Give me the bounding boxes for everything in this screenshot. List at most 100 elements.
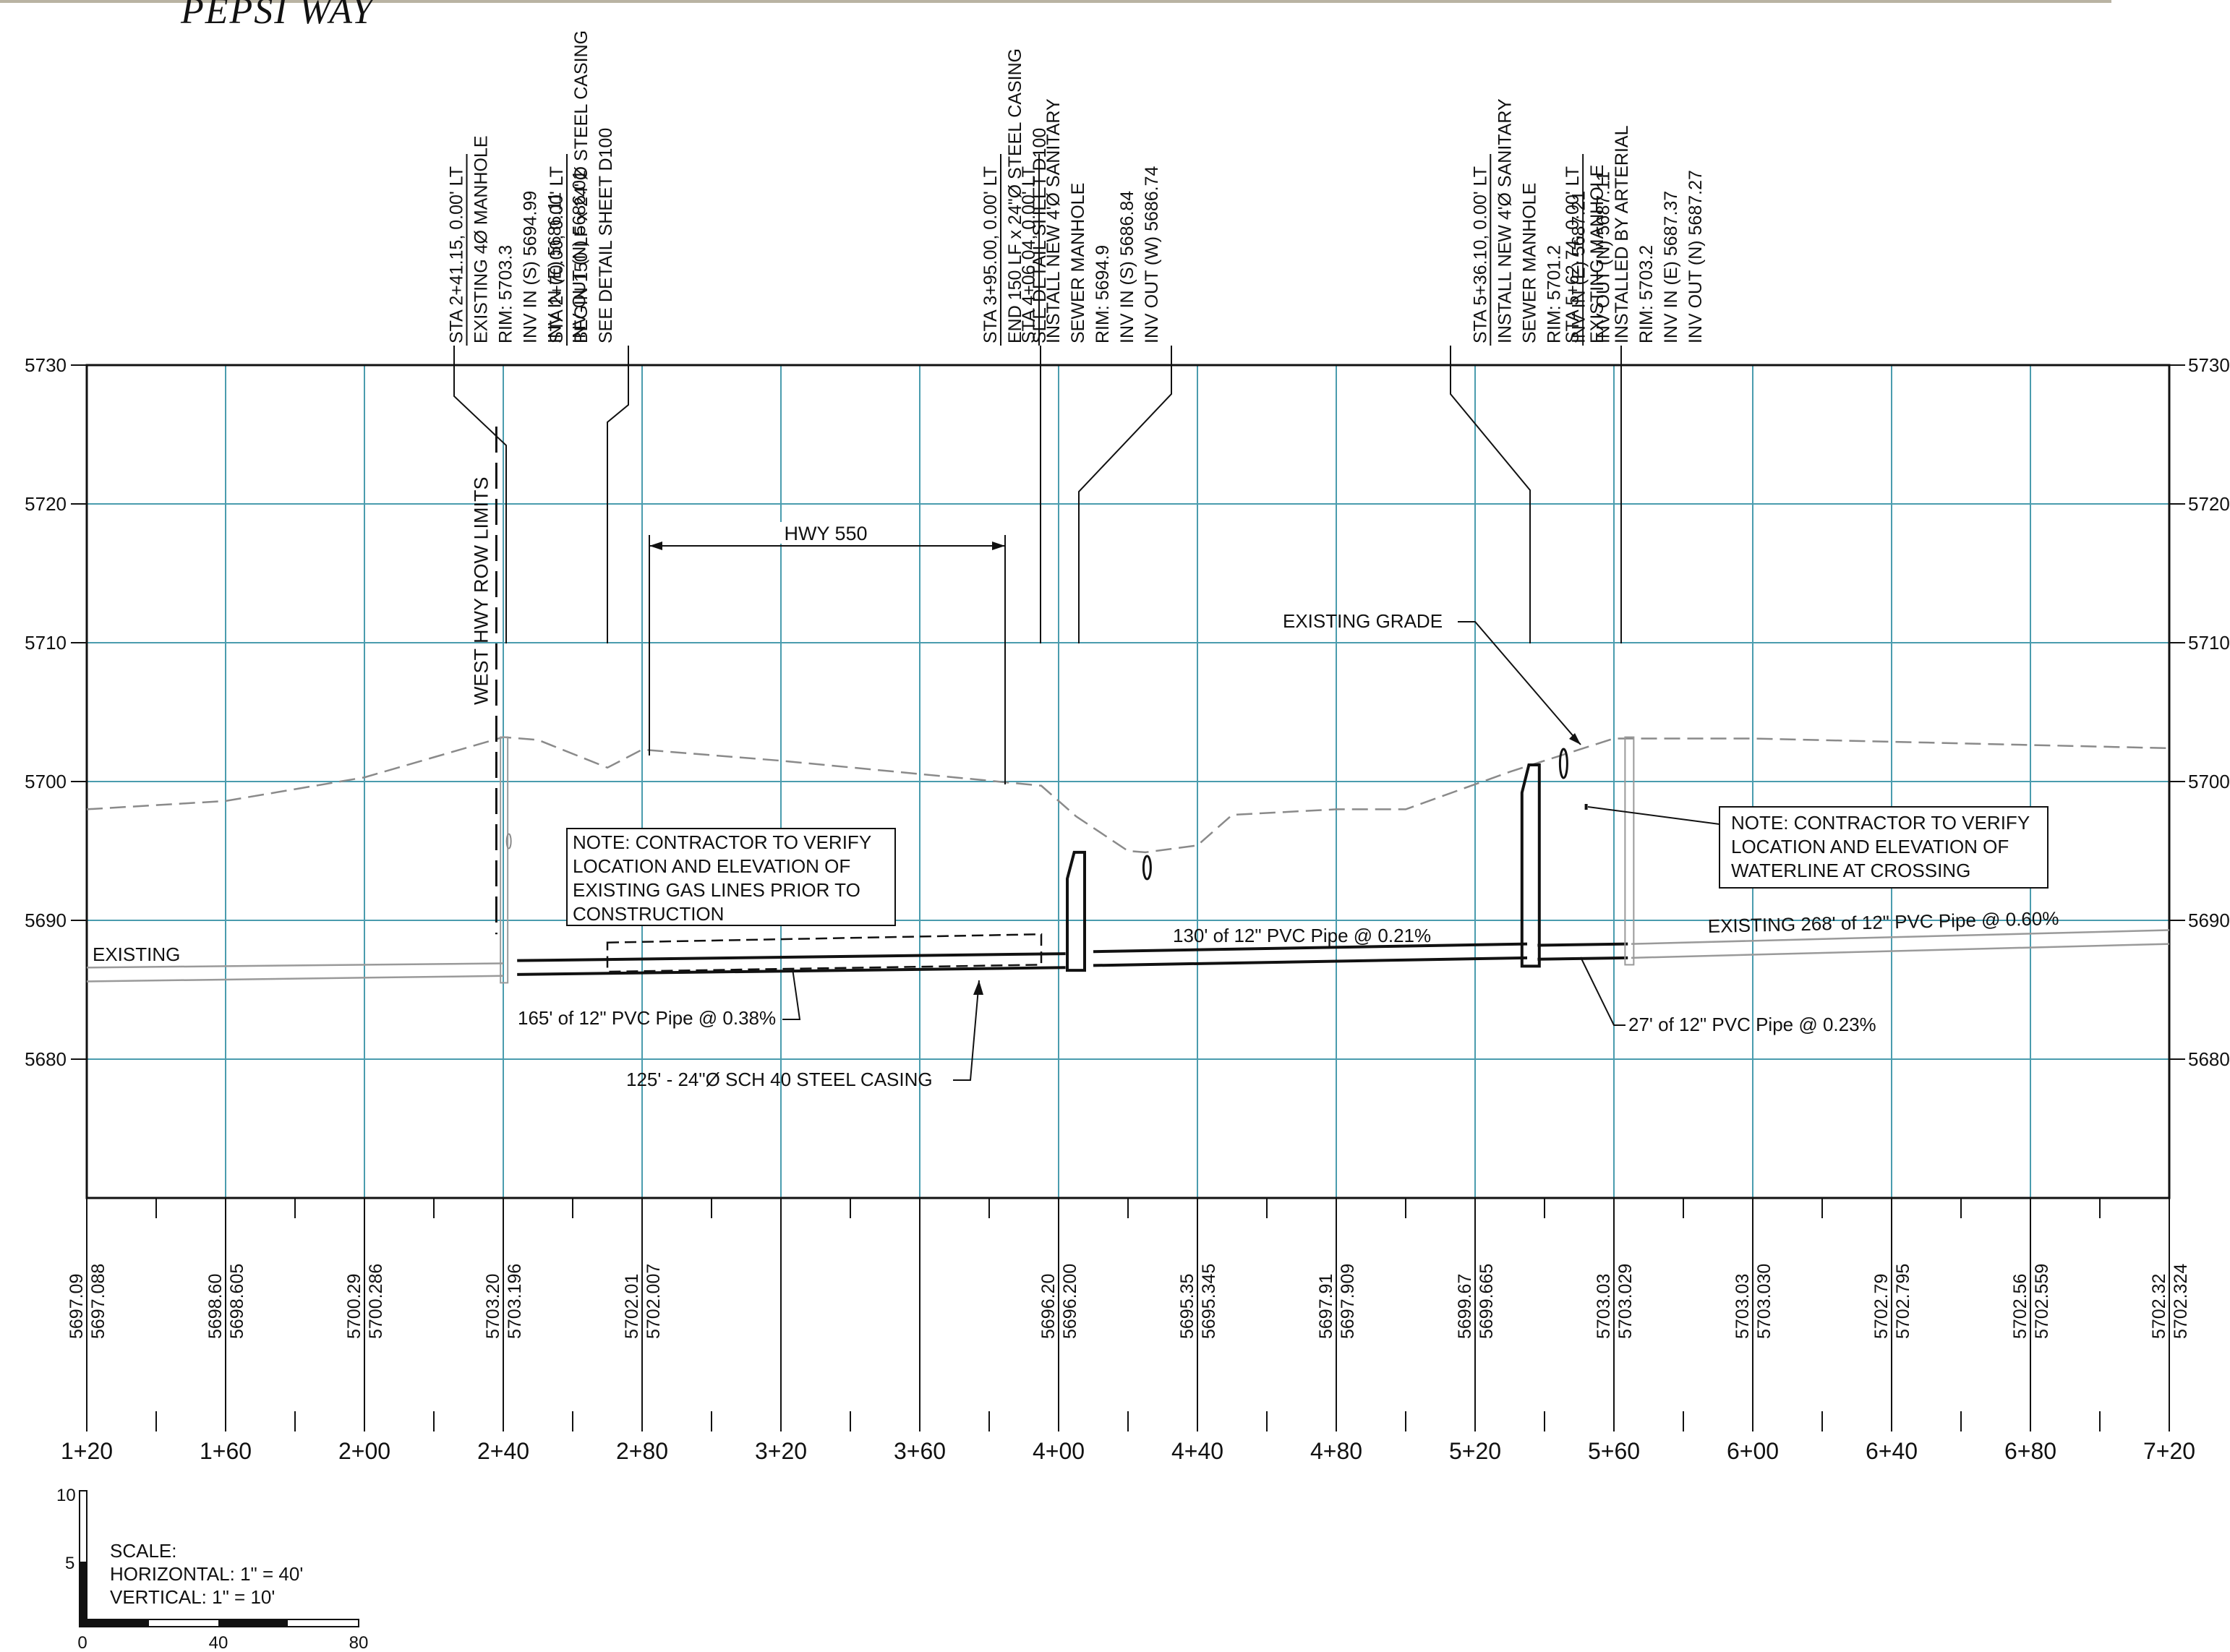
station-callout-text: STA 3+95.00, 0.00' LT bbox=[981, 166, 1001, 343]
proposed-elevation-reading: 5702.007 bbox=[644, 1264, 664, 1339]
station-callout-text: RIM: 5703.2 bbox=[1636, 245, 1657, 343]
station-callout-text: INV OUT (N) 5687.27 bbox=[1686, 170, 1706, 343]
station-label: 7+20 bbox=[2143, 1438, 2195, 1464]
pipe-27-leader bbox=[1580, 956, 1625, 1026]
station-callout-text: EXISTING 4Ø MANHOLE bbox=[471, 135, 492, 343]
station-callout-text: INV IN (E) 5686.11 bbox=[545, 192, 565, 343]
proposed-elevation-reading: 5703.029 bbox=[1615, 1264, 1636, 1339]
station-label: 4+80 bbox=[1310, 1438, 1362, 1464]
callout-leader-line bbox=[1078, 346, 1172, 643]
station-callout-text: INSTALLED BY ARTERIAL bbox=[1612, 125, 1632, 343]
vertical-scale-tick-10: 10 bbox=[56, 1486, 76, 1505]
hwy-label: HWY 550 bbox=[784, 523, 867, 544]
existing-elevation-reading: 5697.91 bbox=[1316, 1274, 1336, 1339]
station-callout-text: INV OUT (N) 5686.01 bbox=[570, 170, 590, 343]
pipe-268-label: EXISTING 268' of 12" PVC Pipe @ 0.60% bbox=[1707, 907, 2059, 937]
callout-leader-line bbox=[453, 346, 507, 643]
water-note-leader bbox=[1587, 806, 1720, 825]
station-label: 3+60 bbox=[894, 1438, 946, 1464]
existing-elevation-reading: 5696.20 bbox=[1038, 1274, 1059, 1339]
elevation-label-left: 5680 bbox=[25, 1048, 67, 1070]
station-callout-text: INV IN (E) 5687.21 bbox=[1568, 191, 1589, 343]
pipe-27-label: 27' of 12" PVC Pipe @ 0.23% bbox=[1628, 1014, 1876, 1035]
scale-horizontal: HORIZONTAL: 1" = 40' bbox=[110, 1563, 303, 1585]
existing-pipe-right-top bbox=[1631, 929, 2170, 945]
station-callout-text: STA 2+41.15, 0.00' LT bbox=[447, 166, 467, 343]
existing-elevation-reading: 5702.79 bbox=[1871, 1274, 1892, 1339]
existing-elevation-reading: 5702.01 bbox=[622, 1274, 642, 1339]
existing-elevation-reading: 5702.56 bbox=[2010, 1274, 2030, 1339]
steel-casing bbox=[606, 933, 1043, 973]
station-label: 4+40 bbox=[1171, 1438, 1223, 1464]
existing-elevation-reading: 5703.20 bbox=[483, 1274, 503, 1339]
existing-grade-arrow bbox=[1569, 733, 1581, 745]
callout-leader-line bbox=[1450, 346, 1531, 643]
elevation-label-right: 5710 bbox=[2188, 632, 2230, 654]
station-callout-text: SEE DETAIL SHEET D100 bbox=[596, 128, 616, 343]
station-callout-text: SEWER MANHOLE bbox=[1519, 183, 1539, 343]
pipe-165-label: 165' of 12" PVC Pipe @ 0.38% bbox=[518, 1007, 776, 1029]
pipe-run-165-invert bbox=[517, 966, 1066, 976]
proposed-elevation-reading: 5700.286 bbox=[366, 1264, 386, 1339]
existing-elevation-reading: 5699.67 bbox=[1455, 1274, 1475, 1339]
proposed-elevation-reading: 5703.196 bbox=[505, 1264, 525, 1339]
gas-note-text: NOTE: CONTRACTOR TO VERIFY bbox=[573, 831, 871, 853]
proposed-elevation-reading: 5702.795 bbox=[1893, 1264, 1913, 1339]
pipe-run-165-crown bbox=[517, 952, 1066, 962]
station-label: 3+20 bbox=[755, 1438, 807, 1464]
station-callout-text: RIM: 5694.9 bbox=[1093, 245, 1113, 343]
horizontal-scale-tick-0: 0 bbox=[77, 1633, 87, 1652]
elevation-label-right: 5700 bbox=[2188, 771, 2230, 792]
existing-elevation-reading: 5703.03 bbox=[1594, 1274, 1614, 1339]
existing-pipe-left-bottom bbox=[86, 975, 504, 983]
station-callout-text: STA 2+70.00, 0.00' LT bbox=[547, 166, 567, 343]
top-photo-strip bbox=[0, 0, 2111, 3]
station-callout-text: BEGIN 150 LF x 24"Ø STEEL CASING bbox=[571, 30, 591, 343]
existing-elevation-reading: 5703.03 bbox=[1733, 1274, 1753, 1339]
existing-left-label: EXISTING bbox=[93, 943, 180, 965]
new-manhole-406 bbox=[1066, 850, 1086, 972]
station-callout-text: SEE DETAIL SHEET D100 bbox=[1030, 128, 1050, 343]
gas-line-crossing-1 bbox=[505, 833, 512, 849]
proposed-elevation-reading: 5697.909 bbox=[1338, 1264, 1358, 1339]
water-note-text: WATERLINE AT CROSSING bbox=[1731, 860, 1970, 881]
proposed-elevation-reading: 5696.200 bbox=[1060, 1264, 1080, 1339]
water-note-box bbox=[1719, 806, 2049, 889]
new-manhole-536 bbox=[1520, 763, 1541, 968]
station-callout-text: INV IN (S) 5694.99 bbox=[521, 191, 541, 343]
gas-line-crossing-3 bbox=[1558, 748, 1568, 779]
station-label: 2+80 bbox=[616, 1438, 668, 1464]
water-note-text: NOTE: CONTRACTOR TO VERIFY bbox=[1731, 812, 2030, 834]
scale-label: SCALE: bbox=[110, 1540, 177, 1562]
pipe-run-27-invert bbox=[1537, 956, 1628, 961]
station-label: 1+60 bbox=[200, 1438, 252, 1464]
elevation-label-right: 5680 bbox=[2188, 1048, 2230, 1070]
scale-vertical: VERTICAL: 1" = 10' bbox=[110, 1586, 275, 1608]
station-label: 6+80 bbox=[2004, 1438, 2056, 1464]
station-label: 2+40 bbox=[477, 1438, 529, 1464]
station-label: 5+20 bbox=[1449, 1438, 1501, 1464]
hwy-label-bg bbox=[779, 522, 873, 544]
station-callout-text: INSTALL NEW 4'Ø SANITARY bbox=[1043, 98, 1064, 343]
elevation-label-right: 5720 bbox=[2188, 493, 2230, 515]
station-callout-text: STA 5+36.10, 0.00' LT bbox=[1470, 166, 1490, 343]
elevation-label-right: 5690 bbox=[2188, 910, 2230, 931]
sheet-title: PEPSI WAY bbox=[181, 0, 375, 32]
gas-note-box bbox=[566, 828, 896, 926]
arrowhead-left bbox=[649, 542, 662, 550]
station-label: 6+00 bbox=[1727, 1438, 1779, 1464]
gas-line-crossing-2 bbox=[1142, 855, 1152, 881]
row-limits-label: WEST HWY ROW LIMITS bbox=[470, 476, 492, 705]
gas-note-text: CONSTRUCTION bbox=[573, 903, 724, 925]
casing-leader bbox=[953, 980, 980, 1081]
elevation-label-left: 5730 bbox=[25, 354, 67, 376]
existing-elevation-reading: 5700.29 bbox=[344, 1274, 364, 1339]
station-callout-text: EXISTING MANHOLE bbox=[1587, 165, 1607, 343]
elevation-label-left: 5700 bbox=[25, 771, 67, 792]
horizontal-scale-tick-40: 40 bbox=[209, 1633, 228, 1652]
casing-arrow bbox=[973, 980, 983, 995]
station-label: 4+00 bbox=[1033, 1438, 1085, 1464]
proposed-elevation-reading: 5702.559 bbox=[2032, 1264, 2052, 1339]
proposed-elevation-reading: 5698.605 bbox=[227, 1264, 247, 1339]
callout-leader-line bbox=[607, 346, 629, 643]
